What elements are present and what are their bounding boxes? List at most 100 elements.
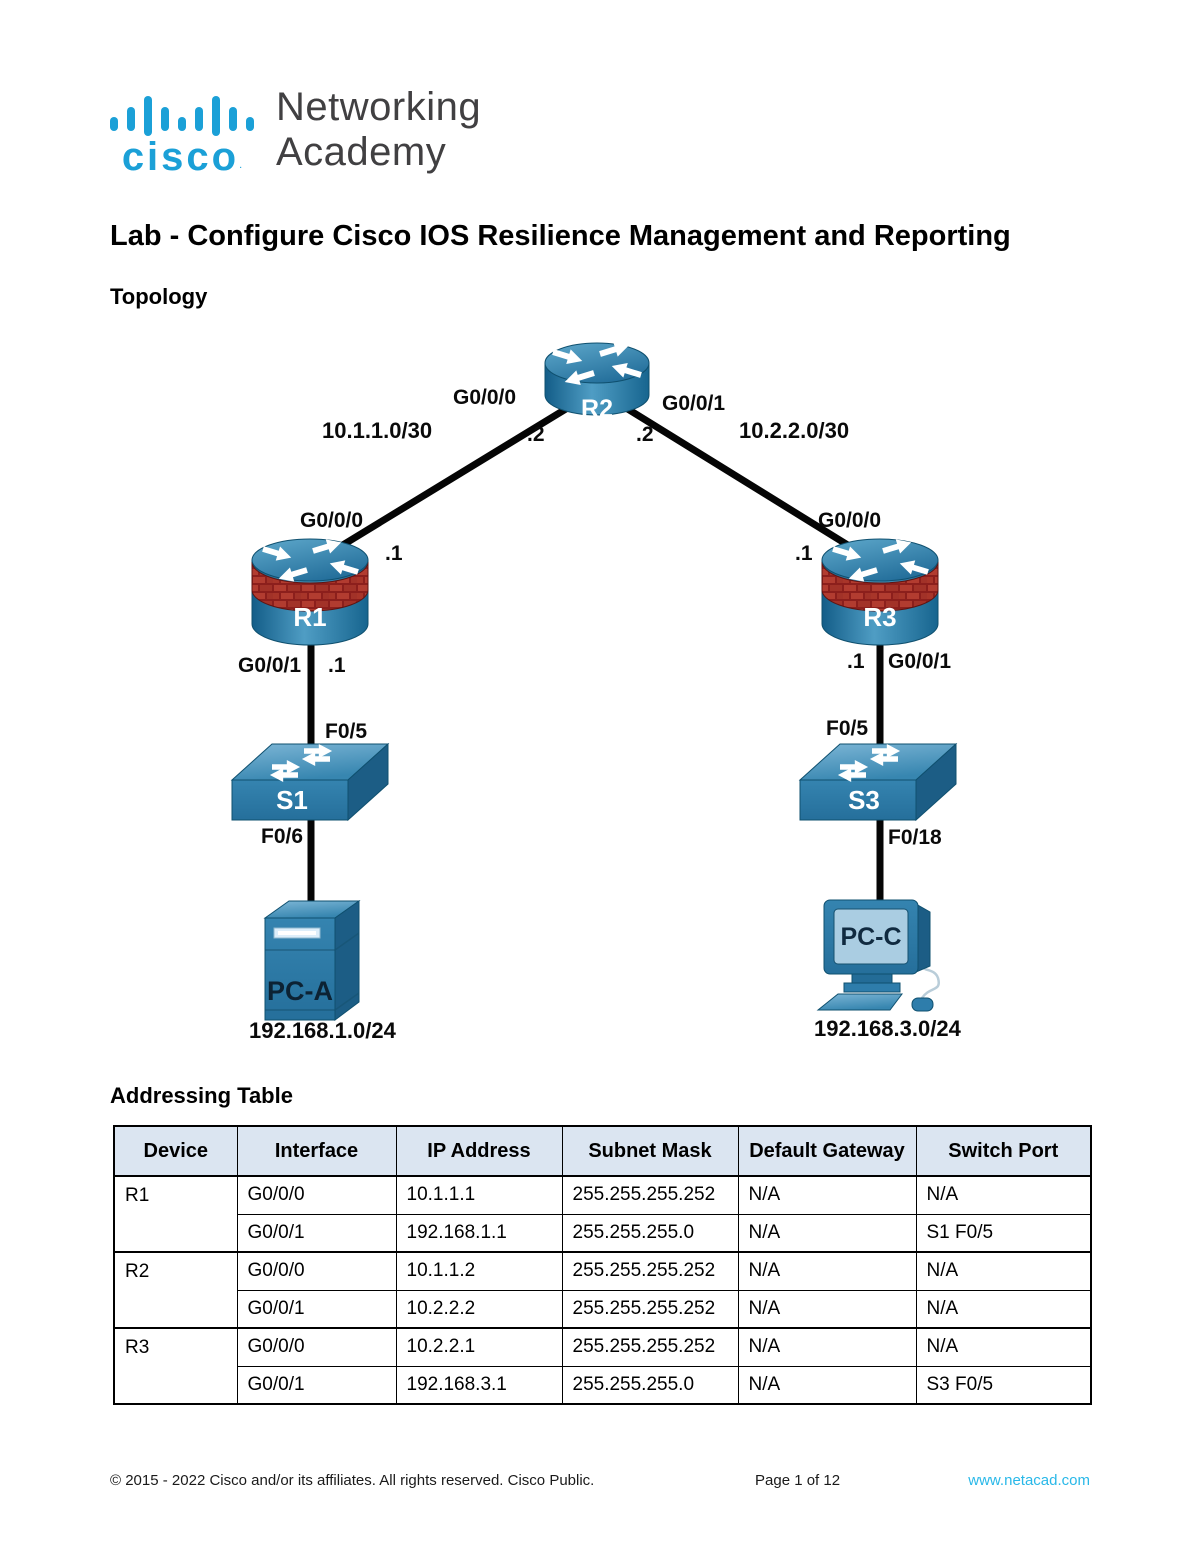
cisco-wordmark: cisco <box>121 135 240 179</box>
header-interface: Interface <box>236 1125 397 1177</box>
cell-switch-port: S1 F0/5 <box>915 1213 1092 1253</box>
cell-gateway: N/A <box>737 1327 917 1367</box>
cell-switch-port: S3 F0/5 <box>915 1365 1092 1405</box>
networking-academy-text: Networking Academy <box>276 85 481 177</box>
cell-ip: 10.1.1.1 <box>395 1175 563 1215</box>
header-device: Device <box>113 1125 238 1177</box>
table-row: G0/0/1 192.168.1.1 255.255.255.0 N/A S1 … <box>114 1213 1092 1253</box>
cell-device: R3 <box>113 1327 238 1405</box>
label-r2-left-interface: G0/0/0 <box>453 386 517 409</box>
label-right-subnet: 10.2.2.0/30 <box>739 418 850 443</box>
cell-ip: 10.1.1.2 <box>395 1251 563 1291</box>
device-label-r1: R1 <box>293 602 326 632</box>
cell-mask: 255.255.255.0 <box>561 1213 739 1253</box>
cell-switch-port: N/A <box>915 1289 1092 1329</box>
device-label-r2: R2 <box>581 395 613 423</box>
cisco-logo-mark: cisco . <box>110 85 254 177</box>
cell-mask: 255.255.255.252 <box>561 1327 739 1367</box>
label-r3-down-interface: G0/0/1 <box>888 650 952 673</box>
link-r2-r3 <box>593 386 884 569</box>
table-row: R1 G0/0/0 10.1.1.1 255.255.255.252 N/A N… <box>113 1175 1092 1253</box>
label-r1-down-host: .1 <box>328 654 346 677</box>
cell-interface: G0/0/0 <box>236 1251 397 1291</box>
link-r2-r1 <box>306 386 601 569</box>
cell-gateway: N/A <box>737 1251 917 1291</box>
switch-s1-icon: S1 <box>230 742 390 822</box>
cell-interface: G0/0/1 <box>236 1365 397 1405</box>
cell-interface: G0/0/1 <box>236 1213 397 1253</box>
label-pc-a-subnet: 192.168.1.0/24 <box>249 1018 396 1043</box>
logo-line1: Networking <box>276 85 482 129</box>
device-label-pc-a: PC-A <box>267 976 333 1006</box>
cell-switch-port: N/A <box>915 1327 1092 1367</box>
table-row: G0/0/1 192.168.3.1 255.255.255.0 N/A S3 … <box>114 1365 1092 1405</box>
trademark-dot: . <box>239 159 243 171</box>
cell-interface: G0/0/0 <box>236 1175 397 1215</box>
label-s3-up-port: F0/5 <box>826 717 869 740</box>
cisco-bridge-bars-icon <box>110 85 254 136</box>
header-subnet-mask: Subnet Mask <box>561 1125 739 1177</box>
device-label-pc-c: PC-C <box>840 923 901 951</box>
table-row: R2 G0/0/0 10.1.1.2 255.255.255.252 N/A N… <box>113 1251 1092 1329</box>
addressing-table: Device Interface IP Address Subnet Mask … <box>113 1125 1092 1405</box>
router-r3-icon: R3 <box>821 535 939 646</box>
cell-ip: 192.168.1.1 <box>395 1213 563 1253</box>
label-s1-down-port: F0/6 <box>261 825 304 848</box>
label-r2-right-interface: G0/0/1 <box>662 392 726 415</box>
cell-mask: 255.255.255.252 <box>561 1251 739 1291</box>
label-r1-down-interface: G0/0/1 <box>238 654 302 677</box>
page-title: Lab - Configure Cisco IOS Resilience Man… <box>110 220 1011 252</box>
device-label-r3: R3 <box>863 602 896 632</box>
table-row: R3 G0/0/0 10.2.2.1 255.255.255.252 N/A N… <box>113 1327 1092 1405</box>
label-s3-down-port: F0/18 <box>888 826 942 849</box>
cell-interface: G0/0/1 <box>236 1289 397 1329</box>
label-r2-right-host: .2 <box>636 423 654 446</box>
table-header-row: Device Interface IP Address Subnet Mask … <box>113 1125 1092 1177</box>
netacad-link[interactable]: www.netacad.com <box>968 1472 1090 1489</box>
label-r1-up-interface: G0/0/0 <box>300 509 364 532</box>
pc-a-icon: PC-A <box>263 900 361 1021</box>
router-r1-icon: R1 <box>251 535 369 646</box>
cell-mask: 255.255.255.252 <box>561 1289 739 1329</box>
cell-ip: 10.2.2.1 <box>395 1327 563 1367</box>
header-switch-port: Switch Port <box>915 1125 1092 1177</box>
label-pc-c-subnet: 192.168.3.0/24 <box>814 1016 961 1041</box>
label-left-subnet: 10.1.1.0/30 <box>322 418 433 443</box>
header-ip-address: IP Address <box>395 1125 563 1177</box>
cell-device: R2 <box>113 1251 238 1329</box>
switch-s3-icon: S3 <box>798 742 958 822</box>
addressing-table-heading: Addressing Table <box>110 1083 293 1108</box>
cisco-networking-academy-logo: cisco . Networking Academy <box>110 85 481 177</box>
network-links <box>306 386 884 934</box>
copyright-text: © 2015 - 2022 Cisco and/or its affiliate… <box>110 1472 595 1489</box>
cell-mask: 255.255.255.0 <box>561 1365 739 1405</box>
label-r3-down-host: .1 <box>847 650 865 673</box>
label-r1-up-host: .1 <box>385 542 403 565</box>
device-label-s1: S1 <box>276 785 308 815</box>
label-r3-up-interface: G0/0/0 <box>818 509 882 532</box>
cell-interface: G0/0/0 <box>236 1327 397 1367</box>
table-row: G0/0/1 10.2.2.2 255.255.255.252 N/A N/A <box>114 1289 1092 1329</box>
router-r2-icon: R2 <box>544 337 650 423</box>
cell-switch-port: N/A <box>915 1175 1092 1215</box>
cell-gateway: N/A <box>737 1175 917 1215</box>
cell-gateway: N/A <box>737 1289 917 1329</box>
topology-diagram: R2 R1 R3 <box>0 330 1200 1070</box>
cell-gateway: N/A <box>737 1365 917 1405</box>
logo-line2: Academy <box>276 130 447 174</box>
page-number: Page 1 of 12 <box>755 1472 841 1489</box>
label-r2-left-host: .2 <box>527 423 545 446</box>
pc-c-icon: PC-C <box>816 899 941 1012</box>
topology-canvas: R2 R1 R3 <box>230 337 958 1021</box>
topology-heading: Topology <box>110 284 208 309</box>
cell-switch-port: N/A <box>915 1251 1092 1291</box>
label-r3-up-host: .1 <box>795 542 813 565</box>
device-label-s3: S3 <box>848 785 880 815</box>
cell-ip: 192.168.3.1 <box>395 1365 563 1405</box>
cell-ip: 10.2.2.2 <box>395 1289 563 1329</box>
label-s1-up-port: F0/5 <box>325 720 368 743</box>
header-gateway: Default Gateway <box>737 1125 917 1177</box>
cell-device: R1 <box>113 1175 238 1253</box>
cell-gateway: N/A <box>737 1213 917 1253</box>
